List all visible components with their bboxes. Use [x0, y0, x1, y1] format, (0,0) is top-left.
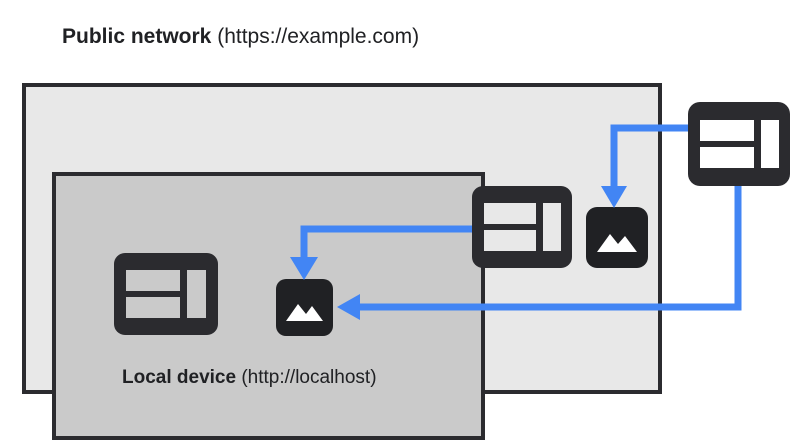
public-network-url: (https://example.com) — [217, 25, 420, 48]
image-resource-icon — [586, 207, 648, 268]
public-network-label: Public network — [62, 25, 212, 48]
browser-window-icon — [688, 102, 790, 186]
public-network-title: Public network (https://example.com) — [62, 26, 419, 47]
browser-window-icon — [114, 253, 218, 335]
local-device-url: (http://localhost) — [241, 367, 377, 388]
image-resource-icon — [276, 279, 333, 336]
browser-window-icon — [472, 186, 572, 268]
local-device-label: Local device — [122, 367, 237, 388]
local-device-title: Local device (http://localhost) — [122, 368, 377, 387]
network-diagram: Public network (https://example.com) Pri… — [22, 26, 790, 440]
